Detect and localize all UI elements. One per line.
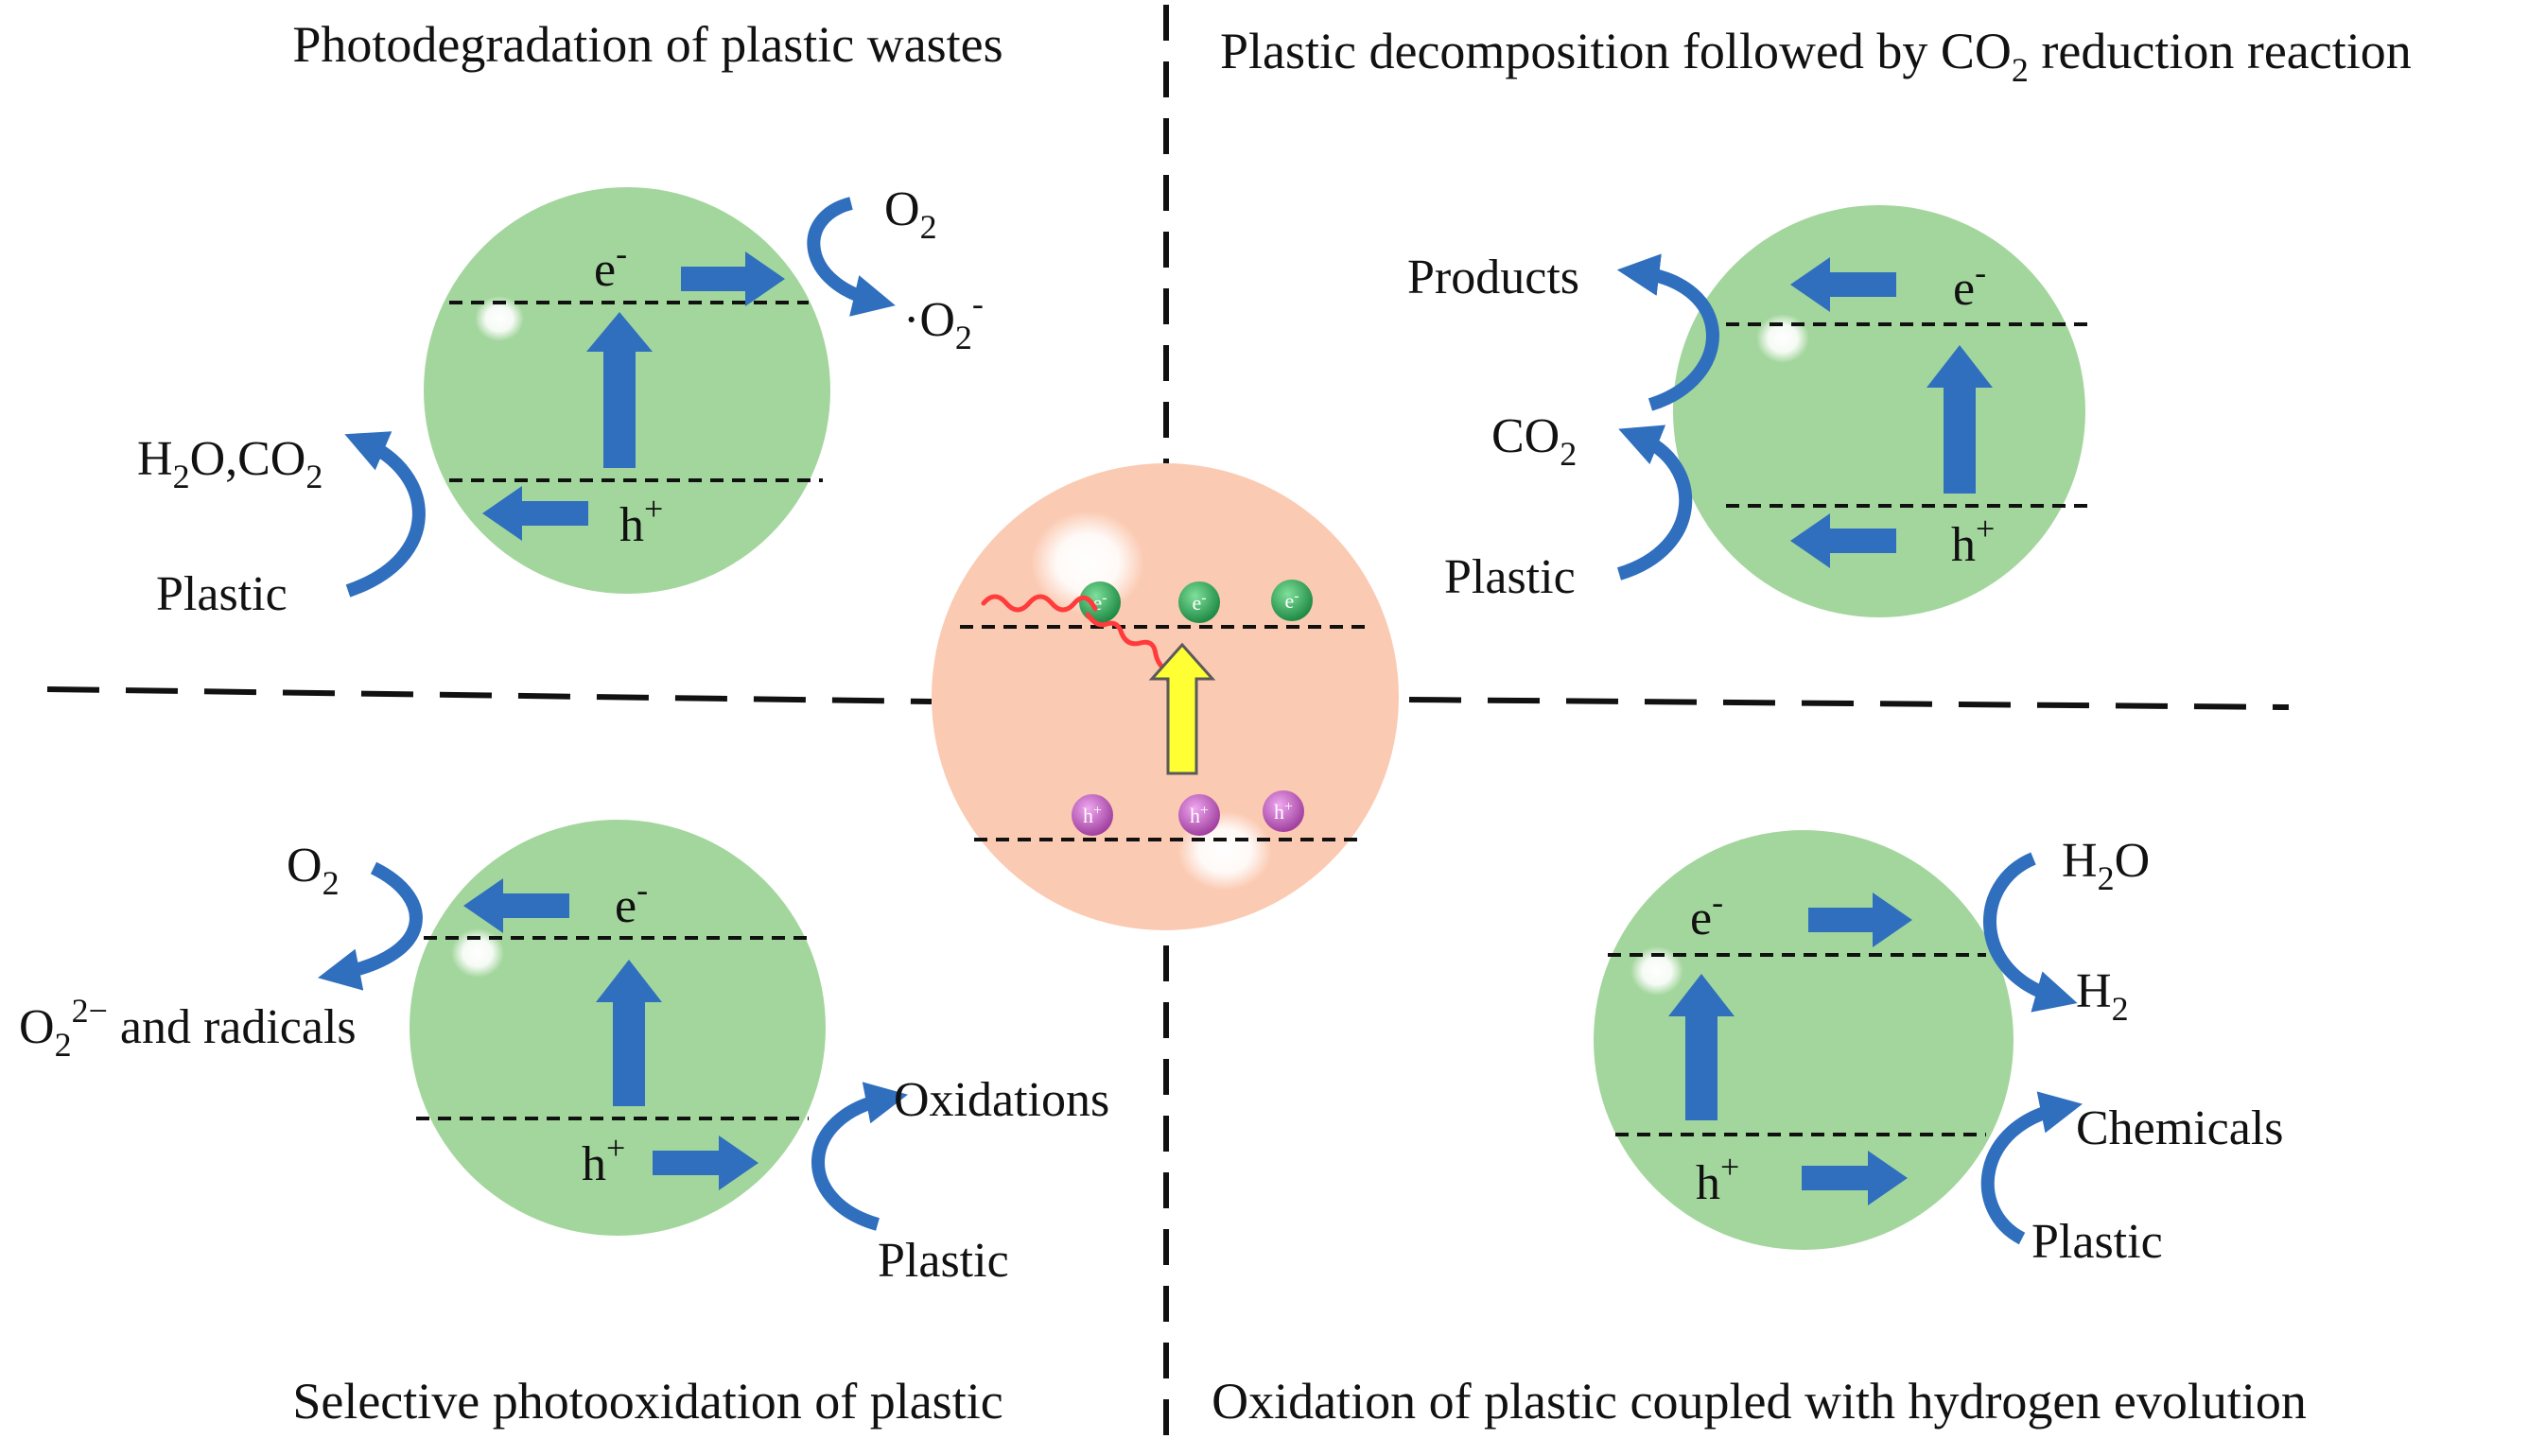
q2-excitation-arrow [1927, 345, 1993, 494]
svg-text:e-: e- [1092, 590, 1107, 615]
q2-particle [1673, 205, 2085, 617]
q2-electron-transfer-arrow [1790, 257, 1896, 312]
q3-oxidations-label: Oxidations [894, 1073, 1109, 1127]
q4-plastic-oxidation-curve [1980, 1091, 2083, 1245]
q4-hole-transfer-arrow [1802, 1151, 1908, 1205]
q2-electron-label: e- [1953, 253, 1986, 316]
title-top-right: Plastic decomposition followed by CO2 re… [1220, 23, 2412, 89]
title-bottom-left: Selective photooxidation of plastic [292, 1373, 1002, 1430]
q2-products-label: Products [1407, 251, 1579, 304]
q1-plastic-label: Plastic [156, 567, 288, 621]
q2-co2-label: CO2 [1491, 409, 1577, 473]
q4-chemicals-label: Chemicals [2076, 1101, 2284, 1155]
center-electron-3: e- [1271, 580, 1313, 621]
svg-text:h+: h+ [1190, 803, 1209, 827]
q2-hole-label: h+ [1951, 510, 1995, 572]
q3-o2-reduction-curve [318, 861, 423, 991]
center-hole-1: h+ [1072, 794, 1113, 836]
q1-electron-label: e- [594, 234, 627, 297]
excitation-arrow [1148, 642, 1216, 775]
q3-electron-label: e- [615, 871, 648, 933]
title-bottom-right: Oxidation of plastic coupled with hydrog… [1212, 1373, 2307, 1430]
q2-particle-shine [1756, 314, 1809, 363]
q1-products-label: H2O,CO2 [137, 432, 323, 495]
q1-hole-label: h+ [619, 490, 663, 552]
title-top-left: Photodegradation of plastic wastes [292, 16, 1002, 73]
q1-o2-label: O2 [884, 182, 937, 246]
q1-electron-transfer-arrow [681, 251, 785, 306]
center-electron-2: e- [1178, 581, 1220, 623]
q4-h2o-label: H2O [2062, 834, 2150, 897]
q2-co2-reduction-curve [1616, 253, 1719, 411]
q3-excitation-arrow [596, 960, 662, 1106]
q3-particle-shine [451, 928, 504, 978]
center-hole-3: h+ [1263, 790, 1304, 832]
q3-plastic-oxidation-curve [811, 1082, 908, 1231]
q4-plastic-label: Plastic [2031, 1215, 2163, 1269]
q3-radicals-label: O22− and radicals [19, 992, 357, 1064]
q3-o2-label: O2 [287, 839, 340, 902]
divider-horizontal-right [1408, 697, 2290, 710]
q2-plastic-label: Plastic [1444, 550, 1576, 604]
quadrant-dividers [46, 5, 2290, 1437]
q1-particle-shine [475, 296, 524, 341]
center-electron-1: e- [1079, 581, 1121, 623]
quadrant-hydrogen-evolution: e- h+ H2O H2 Chemicals Plastic [1594, 830, 2284, 1269]
svg-text:e-: e- [1192, 590, 1206, 615]
q3-electron-transfer-arrow [463, 878, 569, 933]
divider-horizontal-left [46, 686, 933, 704]
center-particle-shine-top [1031, 511, 1144, 615]
q3-hole-label: h+ [582, 1129, 625, 1191]
quadrant-photodegradation: e- h+ O2 ·O2- H2O,CO2 Plastic [137, 182, 984, 621]
q3-hole-transfer-arrow [653, 1135, 758, 1190]
q1-hole-transfer-arrow [482, 486, 588, 541]
q4-electron-transfer-arrow [1808, 893, 1912, 947]
q1-o2-reduction-curve [807, 197, 896, 317]
quadrant-co2-reduction: e- h+ Products CO2 Plastic [1407, 205, 2095, 617]
q4-hydrogen-evolution-curve [1983, 852, 2078, 1013]
q2-hole-transfer-arrow [1790, 513, 1896, 568]
q1-superoxide-label: ·O2- [903, 285, 984, 356]
q2-plastic-decomposition-curve [1616, 425, 1693, 581]
q4-particle [1594, 830, 2014, 1250]
q4-particle-shine [1630, 946, 1683, 996]
q3-plastic-label: Plastic [878, 1234, 1009, 1288]
q4-h2-label: H2 [2076, 964, 2129, 1028]
q4-excitation-arrow [1668, 974, 1735, 1120]
svg-text:h+: h+ [1274, 799, 1293, 823]
q1-excitation-arrow [586, 312, 653, 468]
svg-text:h+: h+ [1083, 803, 1102, 827]
q4-electron-label: e- [1690, 883, 1723, 945]
center-particle: e- e- e- h+ h+ h+ [932, 463, 1399, 930]
center-hole-2: h+ [1178, 794, 1220, 836]
light-wave-arrow [981, 594, 1177, 673]
q1-plastic-oxidation-curve [344, 431, 426, 598]
q4-hole-label: h+ [1696, 1148, 1739, 1210]
svg-text:e-: e- [1284, 588, 1299, 613]
quadrant-selective-photooxidation: e- h+ O2 O22− and radicals Oxidations Pl… [19, 820, 1109, 1288]
center-particle-body [932, 463, 1399, 930]
